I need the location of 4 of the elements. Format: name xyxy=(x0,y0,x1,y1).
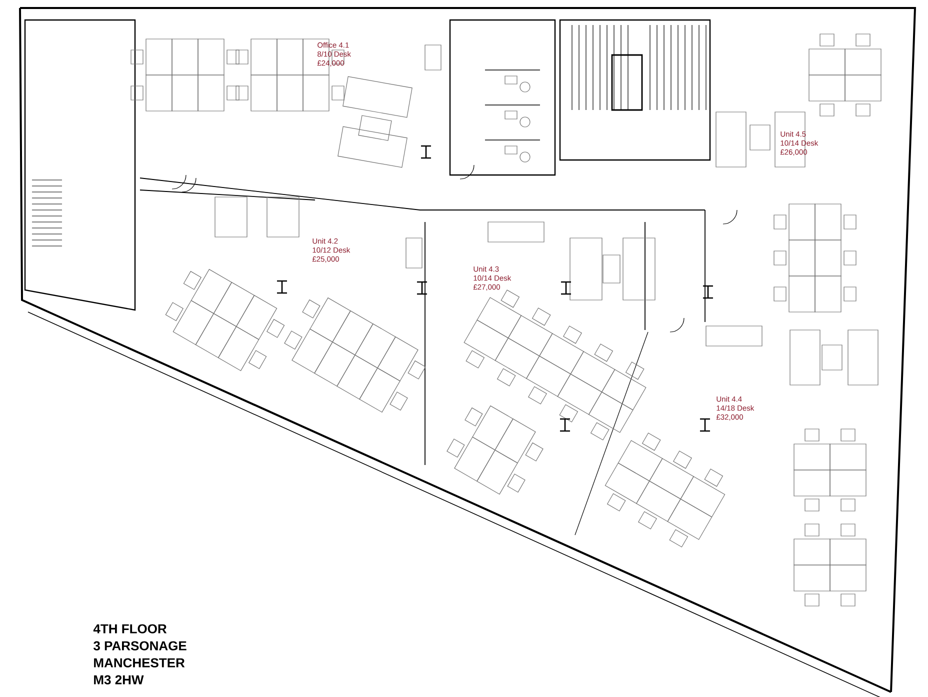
address-line: 3 PARSONAGE xyxy=(94,641,186,650)
address-line: M3 2HW xyxy=(94,675,144,684)
address-line: MANCHESTER xyxy=(94,658,185,668)
address-line: 4TH FLOOR xyxy=(93,624,167,634)
